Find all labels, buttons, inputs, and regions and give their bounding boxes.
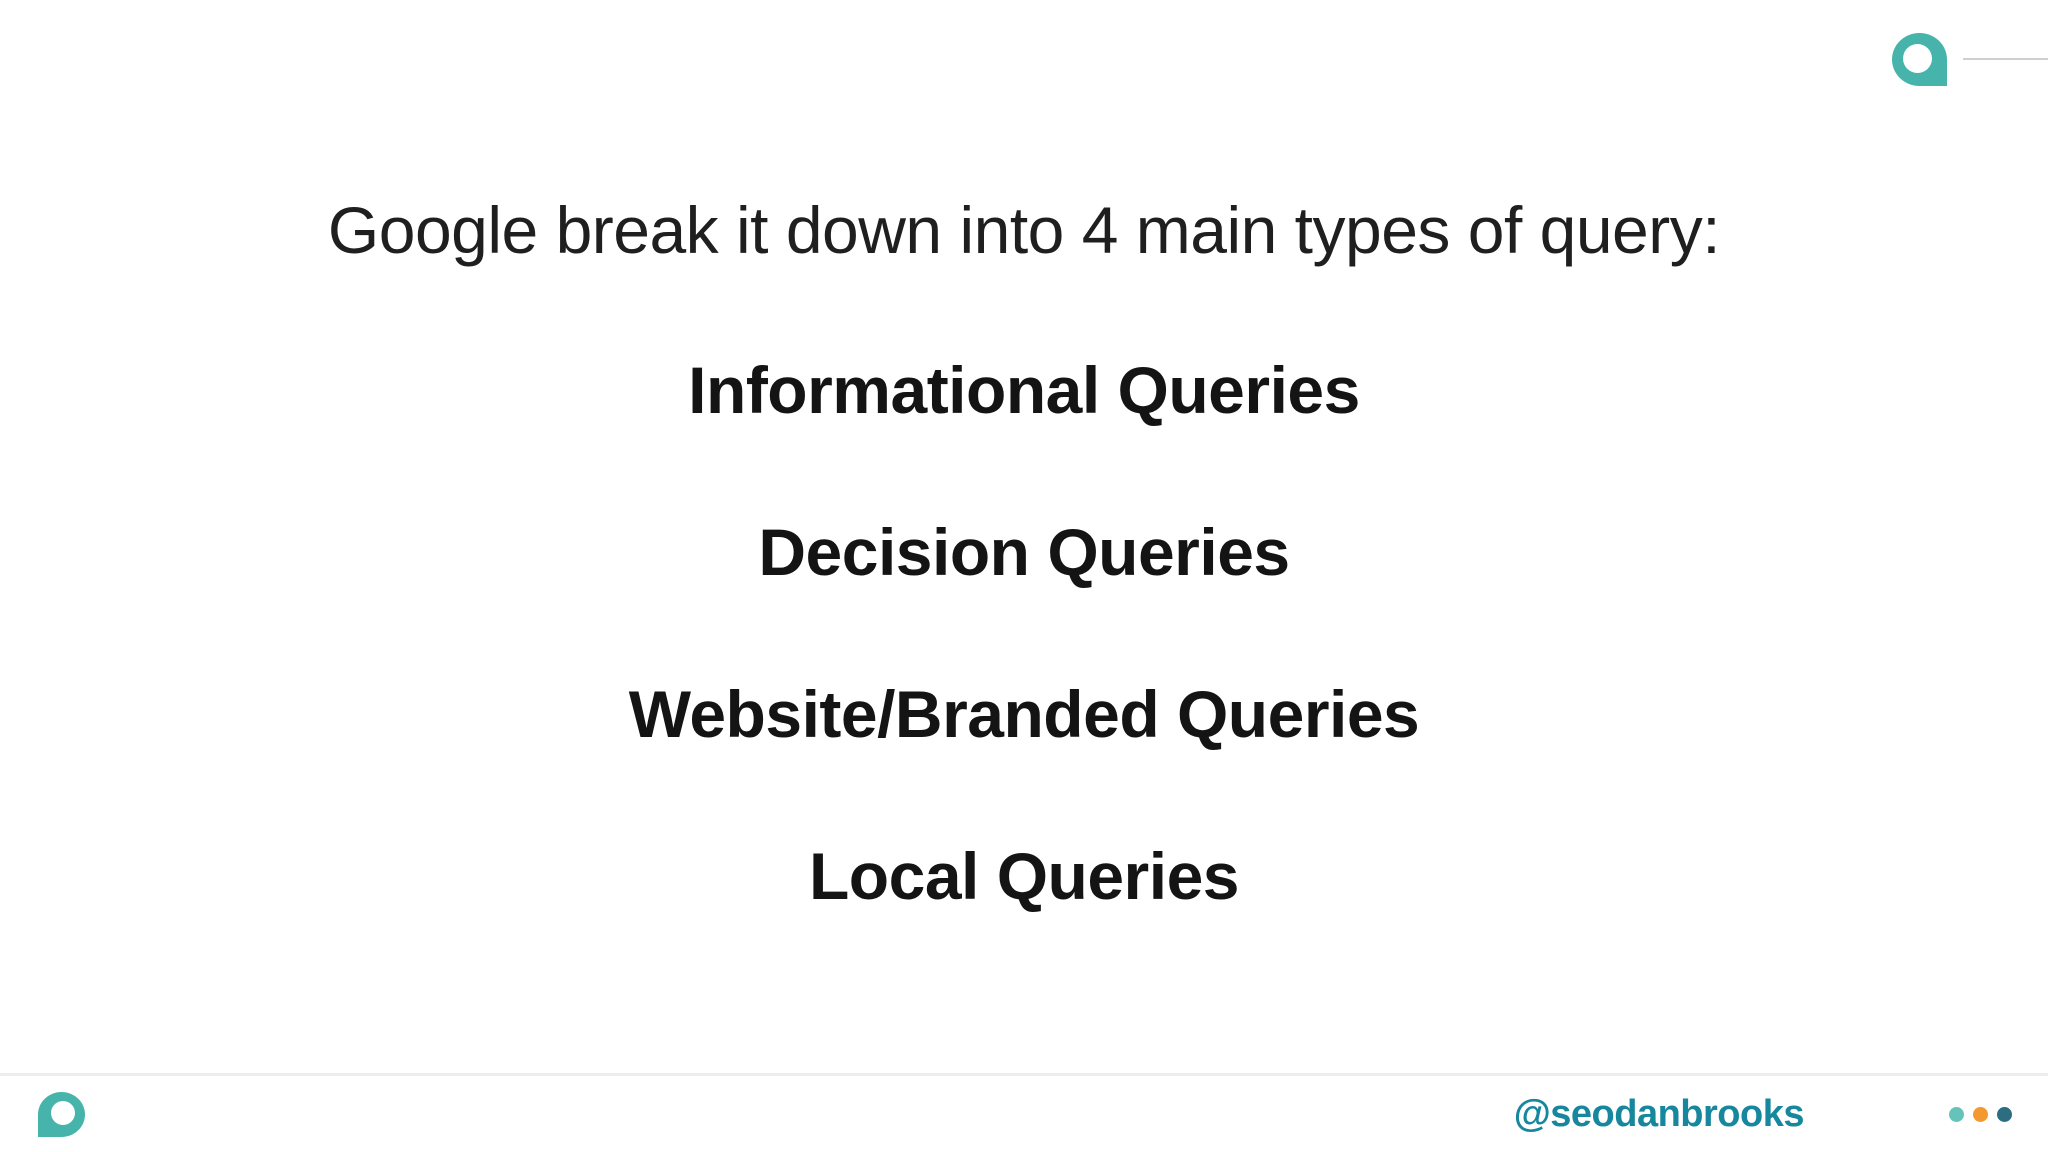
brand-a-logo-icon [1892,33,1947,86]
footer-right-group: @seodanbrooks [1514,1093,2012,1136]
social-handle: @seodanbrooks [1513,1092,1805,1135]
dot-light-teal-icon [1949,1106,1964,1122]
dot-dark-teal-icon [1997,1106,2012,1122]
query-type-informational: Informational Queries [688,353,1360,427]
slide-title: Google break it down into 4 main types o… [327,193,1721,267]
dot-orange-icon [1973,1106,1988,1122]
footer-dots-group [1949,1106,2012,1122]
query-type-website-branded: Website/Branded Queries [628,677,1420,751]
query-type-local: Local Queries [808,839,1240,913]
header-divider-line [1963,58,2048,60]
footer-bar: @seodanbrooks [0,1073,2048,1152]
brand-a-logo-hole [1903,44,1932,73]
brand-a-logo-icon [38,1091,85,1137]
query-type-decision: Decision Queries [758,515,1290,589]
brand-a-logo-hole [51,1100,75,1125]
